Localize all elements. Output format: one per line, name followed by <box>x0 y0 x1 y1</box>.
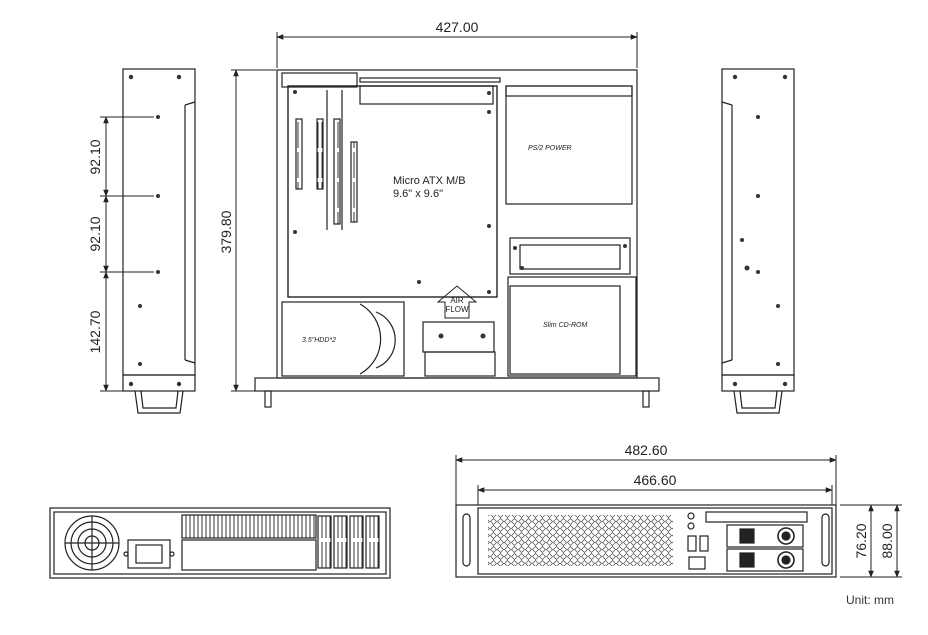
front-view-dimensions <box>455 455 902 578</box>
dim-body-466-60: 466.60 <box>634 472 677 488</box>
dim-side-92-10-a: 92.10 <box>87 139 103 174</box>
unit-label: Unit: mm <box>846 593 894 607</box>
label-airflow-1: AIR <box>450 296 464 305</box>
dim-side-92-10-b: 92.10 <box>87 216 103 251</box>
top-view-chassis <box>254 69 660 408</box>
label-airflow-2: FLOW <box>445 305 469 314</box>
label-psu: PS/2 POWER <box>528 145 572 152</box>
dim-depth-379-80: 379.80 <box>218 210 234 253</box>
label-motherboard-size: 9.6" x 9.6" <box>393 188 443 200</box>
front-view <box>455 504 837 578</box>
label-motherboard: Micro ATX M/B <box>393 175 466 187</box>
label-hdd: 3.5"HDD*2 <box>302 337 336 344</box>
left-side-view <box>122 68 196 414</box>
dim-width-427: 427.00 <box>436 19 479 35</box>
label-cdrom: Slim CD-ROM <box>543 322 587 329</box>
left-vertical-dimensions <box>100 116 154 392</box>
right-side-view <box>721 68 795 414</box>
rear-view <box>49 507 391 579</box>
dim-overall-482-60: 482.60 <box>625 442 668 458</box>
dim-height-76-20: 76.20 <box>853 523 869 558</box>
dim-side-142-70: 142.70 <box>87 310 103 353</box>
dim-height-88-00: 88.00 <box>879 523 895 558</box>
top-view-dimensions <box>231 32 638 392</box>
